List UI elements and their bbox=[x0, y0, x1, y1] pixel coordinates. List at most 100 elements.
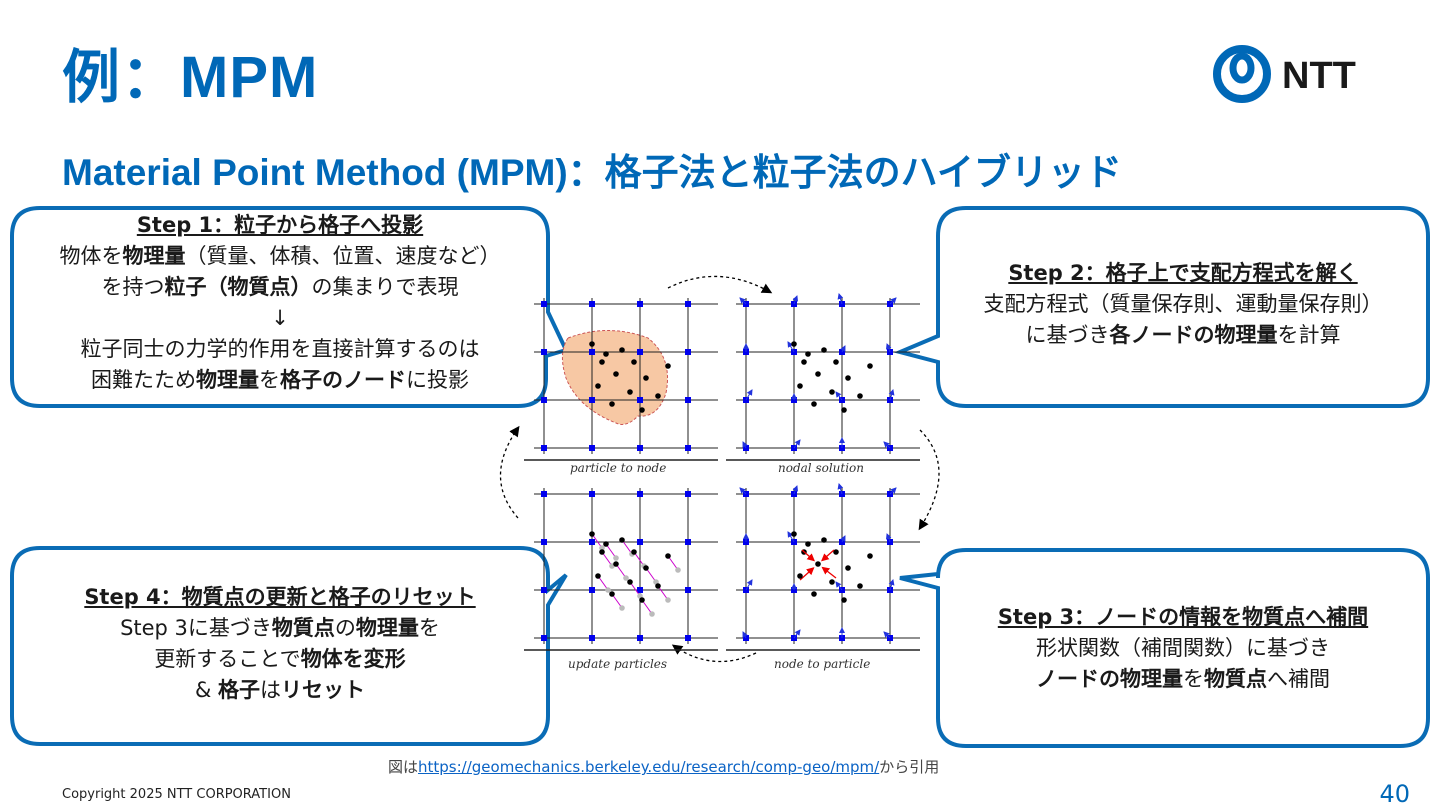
grid-node bbox=[541, 635, 547, 641]
material-point bbox=[791, 341, 797, 347]
node-velocity-arrow bbox=[840, 535, 846, 543]
step4-text-1e: を bbox=[418, 616, 440, 640]
step4-text-1c: の bbox=[334, 616, 356, 640]
node-velocity-arrow bbox=[745, 389, 753, 401]
particle-displacement bbox=[601, 551, 613, 567]
step1-text: Step 1：粒子から格子へ投影 物体を物理量（質量、体積、位置、速度など） を… bbox=[14, 210, 546, 396]
node-velocity-arrow bbox=[835, 391, 843, 401]
step3-bubble bbox=[899, 548, 1430, 748]
grid-node bbox=[589, 491, 595, 497]
grid-node bbox=[637, 587, 643, 593]
grid-node bbox=[589, 349, 595, 355]
material-point bbox=[805, 351, 811, 357]
caption-nodal-solution: nodal solution bbox=[778, 461, 864, 475]
step1-heading: Step 1：粒子から格子へ投影 bbox=[136, 213, 424, 237]
particle-displacement bbox=[597, 575, 609, 591]
updated-particle bbox=[675, 567, 681, 573]
step1-text-2b: 粒子（物質点） bbox=[164, 275, 312, 299]
grid-node bbox=[589, 301, 595, 307]
figure-source: 図はhttps://geomechanics.berkeley.edu/rese… bbox=[388, 756, 939, 777]
step1-text-4e: に投影 bbox=[406, 368, 469, 392]
step3-text-2a: ノードの物理量 bbox=[1036, 667, 1183, 691]
material-point bbox=[821, 347, 827, 353]
material-point bbox=[841, 407, 847, 413]
updated-particle bbox=[649, 611, 655, 617]
step3-text-2c: 物質点 bbox=[1204, 667, 1267, 691]
material-point bbox=[639, 597, 645, 603]
step4-text-2a: 更新することで bbox=[154, 647, 301, 671]
material-point bbox=[609, 591, 615, 597]
grid-node bbox=[541, 491, 547, 497]
material-point bbox=[589, 531, 595, 537]
step3-text: Step 3：ノードの情報を物質点へ補間 形状関数（補間関数）に基づき ノードの… bbox=[940, 602, 1426, 695]
grid-node bbox=[685, 587, 691, 593]
node-velocity-arrow bbox=[787, 531, 795, 543]
material-point bbox=[811, 591, 817, 597]
step2-text-2b: 各ノードの物理量 bbox=[1109, 323, 1278, 347]
step1-text-1c: （質量、体積、位置、速度など） bbox=[185, 244, 501, 268]
step2-text-2a: に基づき bbox=[1025, 323, 1110, 347]
step4-text-2b: 物体を変形 bbox=[300, 647, 406, 671]
source-link[interactable]: https://geomechanics.berkeley.edu/resear… bbox=[418, 758, 880, 776]
node-velocity-arrow bbox=[742, 631, 748, 639]
material-point bbox=[811, 401, 817, 407]
particle-displacement bbox=[605, 543, 617, 559]
node-velocity-arrow bbox=[792, 485, 799, 495]
material-point bbox=[643, 565, 649, 571]
node-velocity-arrow bbox=[793, 439, 801, 449]
node-velocity-arrow bbox=[885, 533, 892, 543]
grid-node bbox=[589, 539, 595, 545]
grid-node bbox=[589, 445, 595, 451]
material-point bbox=[833, 549, 839, 555]
material-point bbox=[829, 579, 835, 585]
grid-node bbox=[685, 397, 691, 403]
grid-node bbox=[685, 445, 691, 451]
step4-text-3b: 格子 bbox=[218, 678, 261, 702]
cycle-arrow-left bbox=[499, 425, 520, 519]
node-velocity-arrow bbox=[793, 629, 801, 639]
node-velocity-arrow bbox=[889, 297, 897, 305]
cycle-arrow-top bbox=[667, 275, 773, 294]
step1-text-4a: 困難たため bbox=[91, 368, 196, 392]
updated-particle bbox=[613, 555, 619, 561]
step2-heading: Step 2：格子上で支配方程式を解く bbox=[1008, 261, 1358, 285]
grid-node bbox=[541, 301, 547, 307]
grid-node bbox=[685, 539, 691, 545]
particle-displacement bbox=[645, 567, 657, 583]
material-point bbox=[857, 393, 863, 399]
node-velocity-arrow bbox=[840, 345, 846, 353]
grid-node bbox=[637, 539, 643, 545]
particle-displacement bbox=[667, 555, 679, 571]
step1-text-1a: 物体を bbox=[59, 244, 123, 268]
step4-text-3a: & bbox=[194, 678, 219, 702]
material-point bbox=[665, 363, 671, 369]
updated-particle bbox=[623, 575, 629, 581]
node-velocity-arrow bbox=[883, 631, 891, 639]
material-point bbox=[815, 371, 821, 377]
material-point bbox=[797, 383, 803, 389]
step3-text-2d: へ補間 bbox=[1267, 667, 1330, 691]
grid-node bbox=[637, 635, 643, 641]
grid-node bbox=[685, 349, 691, 355]
step4-text-1a: Step 3に基づき bbox=[120, 616, 272, 640]
material-point bbox=[627, 579, 633, 585]
grid-node bbox=[541, 349, 547, 355]
node-velocity-arrow bbox=[837, 483, 844, 495]
material-point bbox=[589, 341, 595, 347]
material-point bbox=[609, 401, 615, 407]
node-velocity-arrow bbox=[745, 579, 753, 591]
node-velocity-arrow bbox=[739, 487, 747, 495]
grid-node bbox=[589, 397, 595, 403]
step4-text-1b: 物質点 bbox=[271, 616, 335, 640]
step1-text-3: 粒子同士の力学的作用を直接計算するのは bbox=[80, 337, 480, 361]
interpolation-arrow bbox=[799, 567, 815, 581]
grid-node bbox=[685, 491, 691, 497]
copyright: Copyright 2025 NTT CORPORATION bbox=[62, 787, 291, 802]
page-number: 40 bbox=[1379, 780, 1410, 808]
step4-bubble bbox=[10, 546, 568, 746]
material-point bbox=[857, 583, 863, 589]
material-point bbox=[665, 553, 671, 559]
mpm-cycle-diagram: particle to node nodal solution update p… bbox=[499, 275, 940, 671]
step4-heading: Step 4：物質点の更新と格子のリセット bbox=[84, 585, 476, 609]
updated-particle bbox=[665, 597, 671, 603]
